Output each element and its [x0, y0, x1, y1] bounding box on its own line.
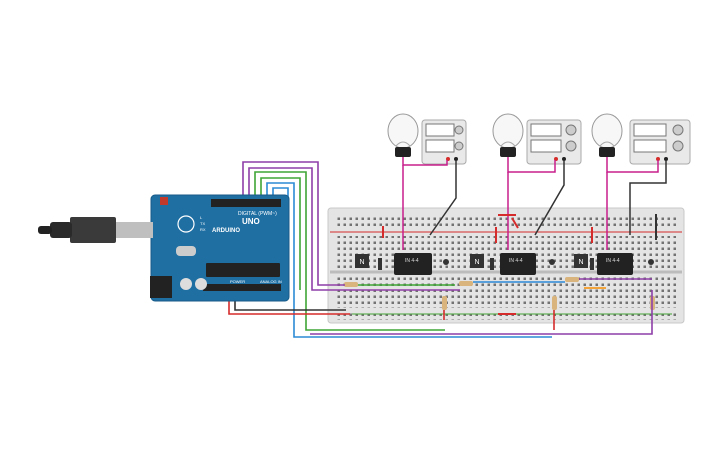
relay-1[interactable]: IN 4-4 — [394, 253, 432, 275]
resistors[interactable] — [344, 277, 655, 310]
transistor-1-label: N — [359, 259, 364, 266]
relay-3-label: IN 4-4 — [606, 258, 620, 264]
lamp-1[interactable] — [387, 113, 419, 157]
relay-2-label: IN 4-4 — [509, 258, 523, 264]
lamp-2[interactable] — [492, 113, 524, 157]
power-supply-2[interactable] — [526, 119, 582, 165]
arduino-analog-label: ANALOG IN — [260, 279, 282, 284]
diodes — [378, 258, 654, 270]
arduino-power-label: POWER — [230, 279, 245, 284]
relay-1-label: IN 4-4 — [405, 258, 419, 264]
wires-supply[interactable] — [382, 157, 667, 250]
relay-2[interactable]: IN 4-4 — [500, 253, 536, 275]
arduino-rx-label: RX — [200, 227, 206, 232]
power-supply-3[interactable] — [629, 119, 691, 165]
transistor-2[interactable]: N — [470, 254, 484, 268]
arduino-digital-label: DIGITAL (PWM~) — [238, 211, 277, 217]
transistor-1[interactable]: N — [355, 254, 369, 268]
transistor-3-label: N — [578, 259, 583, 266]
lamp-3[interactable] — [591, 113, 623, 157]
arduino-uno[interactable]: DIGITAL (PWM~) ARDUINO UNO POWER ANALOG … — [150, 194, 290, 302]
arduino-model: UNO — [242, 217, 260, 226]
arduino-l-label: L — [200, 215, 203, 220]
relay-3[interactable]: IN 4-4 — [597, 253, 633, 275]
usb-cable[interactable] — [38, 217, 153, 243]
power-supply-1[interactable] — [421, 119, 467, 165]
transistor-2-label: N — [474, 259, 479, 266]
arduino-brand: ARDUINO — [212, 228, 240, 234]
transistor-3[interactable]: N — [574, 254, 588, 268]
wires-arduino[interactable] — [228, 161, 672, 338]
arduino-tx-label: TX — [200, 221, 205, 226]
